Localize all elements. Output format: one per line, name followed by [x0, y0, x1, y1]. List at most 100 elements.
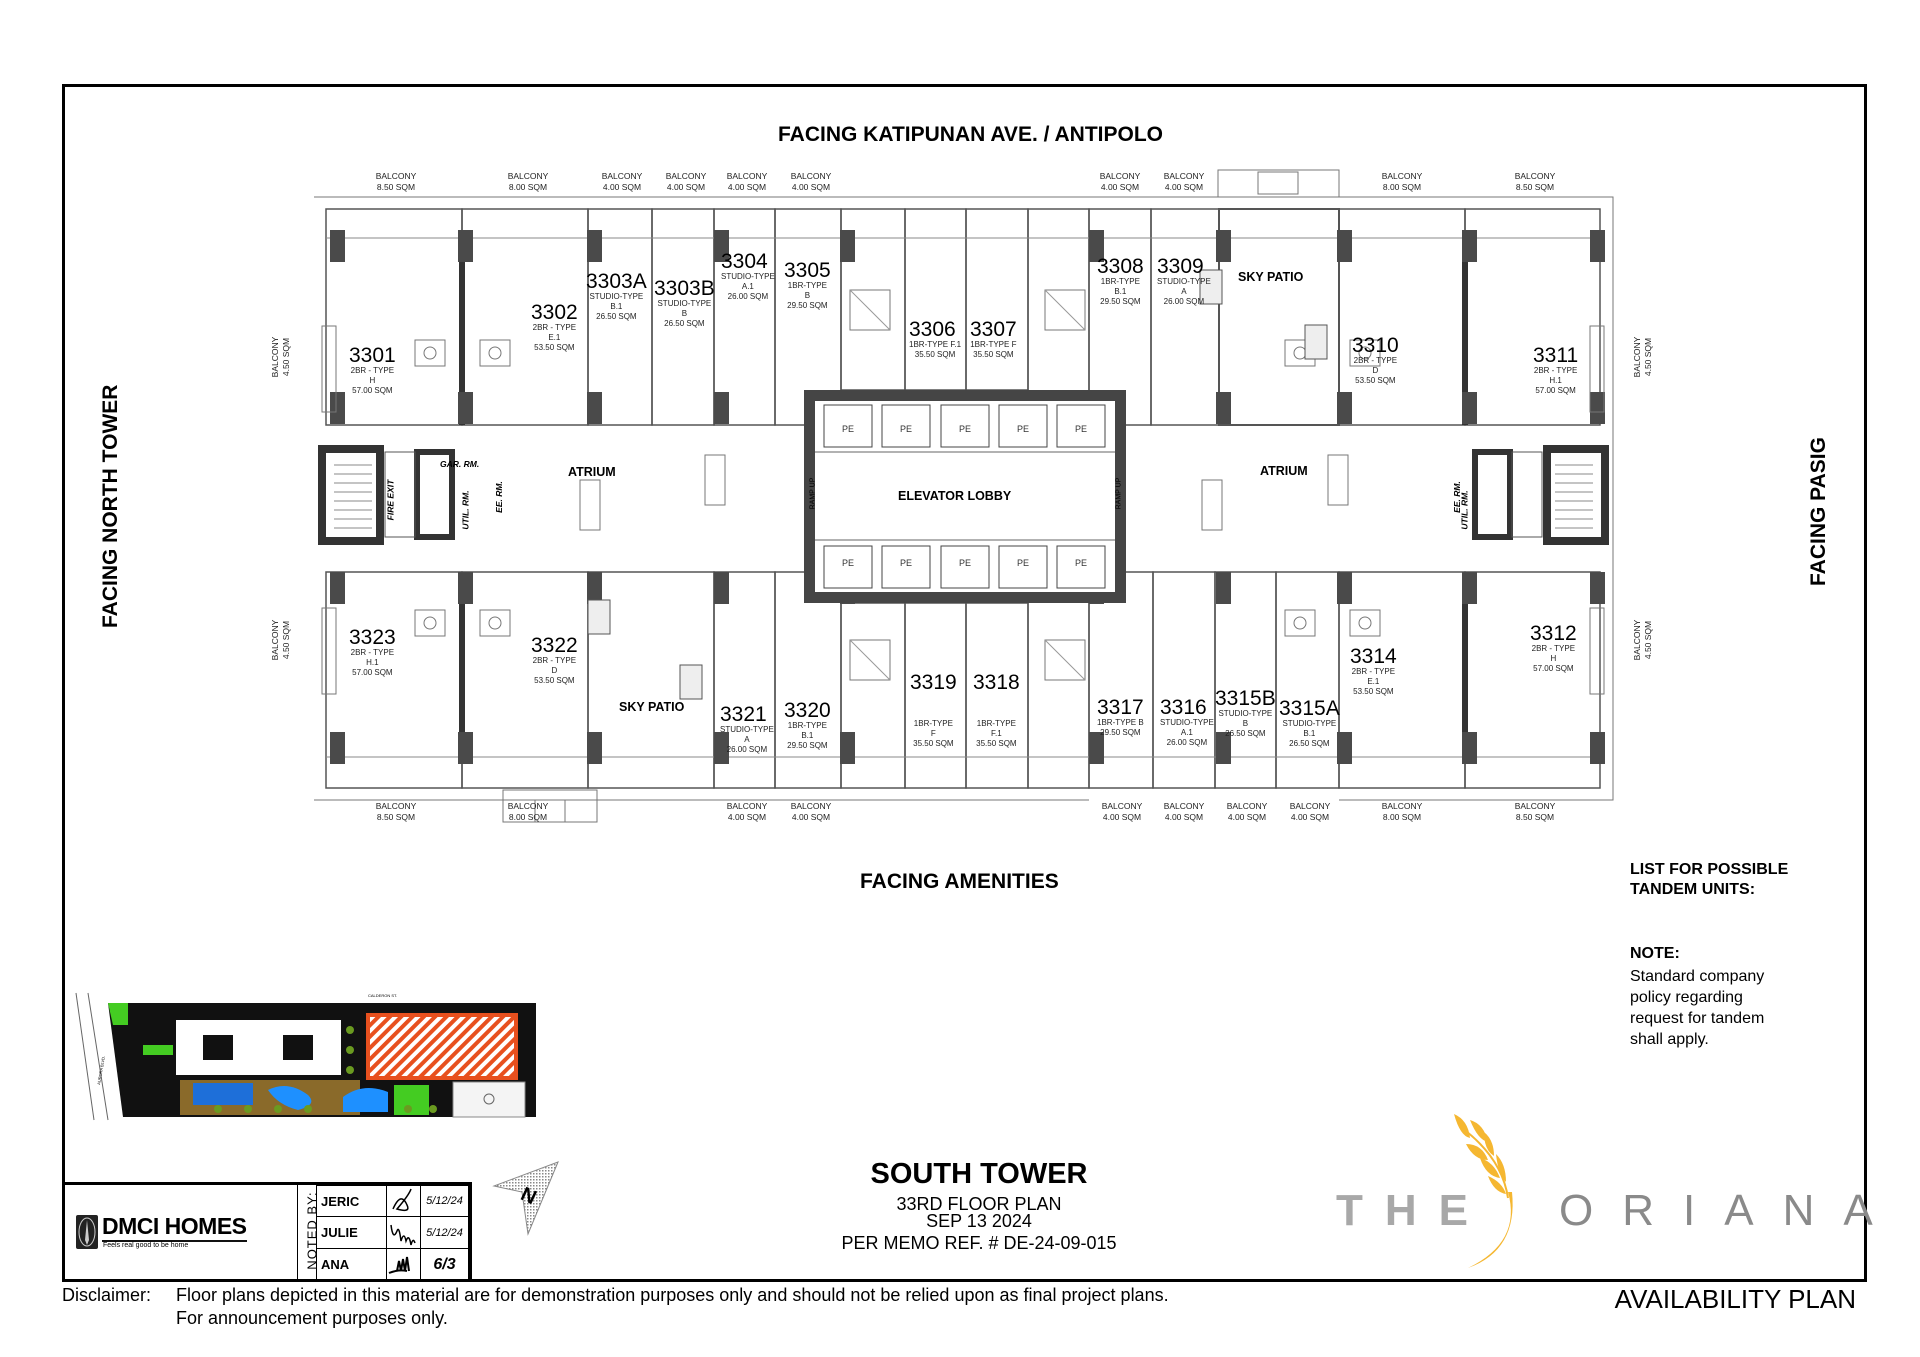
elevator-car — [998, 545, 1048, 589]
unit-number: 3314 — [1350, 645, 1397, 668]
column — [714, 392, 729, 424]
company-tagline: Feels real good to be home — [103, 1242, 189, 1249]
passenger-elevator-label: PE — [1074, 558, 1087, 568]
bathroom — [479, 339, 511, 367]
elevator-car — [823, 404, 873, 448]
toilet-fixture — [1293, 346, 1307, 360]
drawing-frame — [62, 84, 1867, 1282]
unit-number: 3315B — [1215, 687, 1276, 710]
unit-area: 26.00 SQM — [1166, 738, 1208, 747]
north-arrow-icon: N — [492, 1161, 559, 1236]
unit-number: 3301 — [349, 344, 396, 367]
sky-patio-top-label: SKY PATIO — [1238, 270, 1304, 284]
column — [1089, 732, 1104, 764]
signatory-name: JULIE — [316, 1216, 387, 1249]
unit-area: 29.50 SQM — [787, 741, 828, 750]
title-block: DMCI HOMES Feels real good to be home NO… — [64, 1182, 472, 1281]
atrium-left-label: ATRIUM — [568, 465, 616, 479]
bathroom — [1284, 609, 1316, 637]
tower-name: SOUTH TOWER — [870, 1158, 1088, 1190]
signatory-name: ANA — [316, 1248, 387, 1281]
unit-variant: B.1 — [801, 731, 814, 740]
facing-right-label: FACING PASIG — [1807, 437, 1830, 586]
unit-type: 1BR-TYPE — [976, 719, 1016, 728]
shower-fixture — [849, 639, 891, 681]
bathroom — [849, 289, 891, 331]
column — [330, 732, 345, 764]
unit-type: STUDIO-TYPE — [1157, 277, 1211, 286]
unit-variant: E.1 — [1367, 677, 1380, 686]
company-name: DMCI HOMES — [102, 1213, 247, 1242]
demising-wall — [1462, 572, 1468, 762]
bathroom — [479, 609, 511, 637]
unit-wall — [904, 208, 967, 391]
unit-variant: B — [1242, 719, 1249, 728]
bathroom — [1349, 609, 1381, 637]
unit-area: 35.50 SQM — [914, 350, 956, 359]
signature — [386, 1185, 421, 1217]
demising-wall — [459, 235, 465, 425]
gold-leaf-icon — [1454, 1114, 1513, 1268]
elevator-lobby-label: ELEVATOR LOBBY — [898, 489, 1012, 503]
unit-area: 53.50 SQM — [1353, 687, 1394, 696]
disclaimer-label: Disclaimer: — [62, 1285, 152, 1305]
unit-area: 57.00 SQM — [1535, 386, 1576, 395]
disclaimer-line-2: For announcement purposes only. — [176, 1308, 448, 1328]
unit-number: 3322 — [531, 634, 578, 657]
unit-number: 3318 — [973, 671, 1020, 694]
unit-number: 3310 — [1352, 334, 1399, 357]
bathroom — [414, 339, 446, 367]
unit-variant: A — [744, 735, 750, 744]
patio-furniture — [587, 599, 611, 635]
passenger-elevator-label: PE — [841, 424, 854, 434]
unit-type: 1BR-TYPE — [913, 719, 953, 728]
column — [587, 572, 602, 604]
side-balcony — [321, 607, 337, 695]
unit-area: 26.00 SQM — [1163, 297, 1205, 306]
toilet-fixture — [423, 616, 437, 630]
plan-date: SEP 13 2024 — [926, 1211, 1032, 1231]
unit-number: 3302 — [531, 301, 578, 324]
column — [1590, 392, 1605, 424]
note-text: Standard company policy regarding reques… — [1630, 968, 1765, 1048]
ramp-up-left-label: RAMP UP — [809, 477, 817, 510]
unit-area: 53.50 SQM — [534, 676, 575, 685]
sky-patio-bottom-label: SKY PATIO — [619, 700, 685, 714]
column — [458, 230, 473, 262]
column — [1216, 392, 1231, 424]
stair-core — [1543, 445, 1609, 545]
unit-variant: H.1 — [1549, 376, 1562, 385]
utility-room — [1511, 451, 1543, 538]
column — [1216, 732, 1231, 764]
